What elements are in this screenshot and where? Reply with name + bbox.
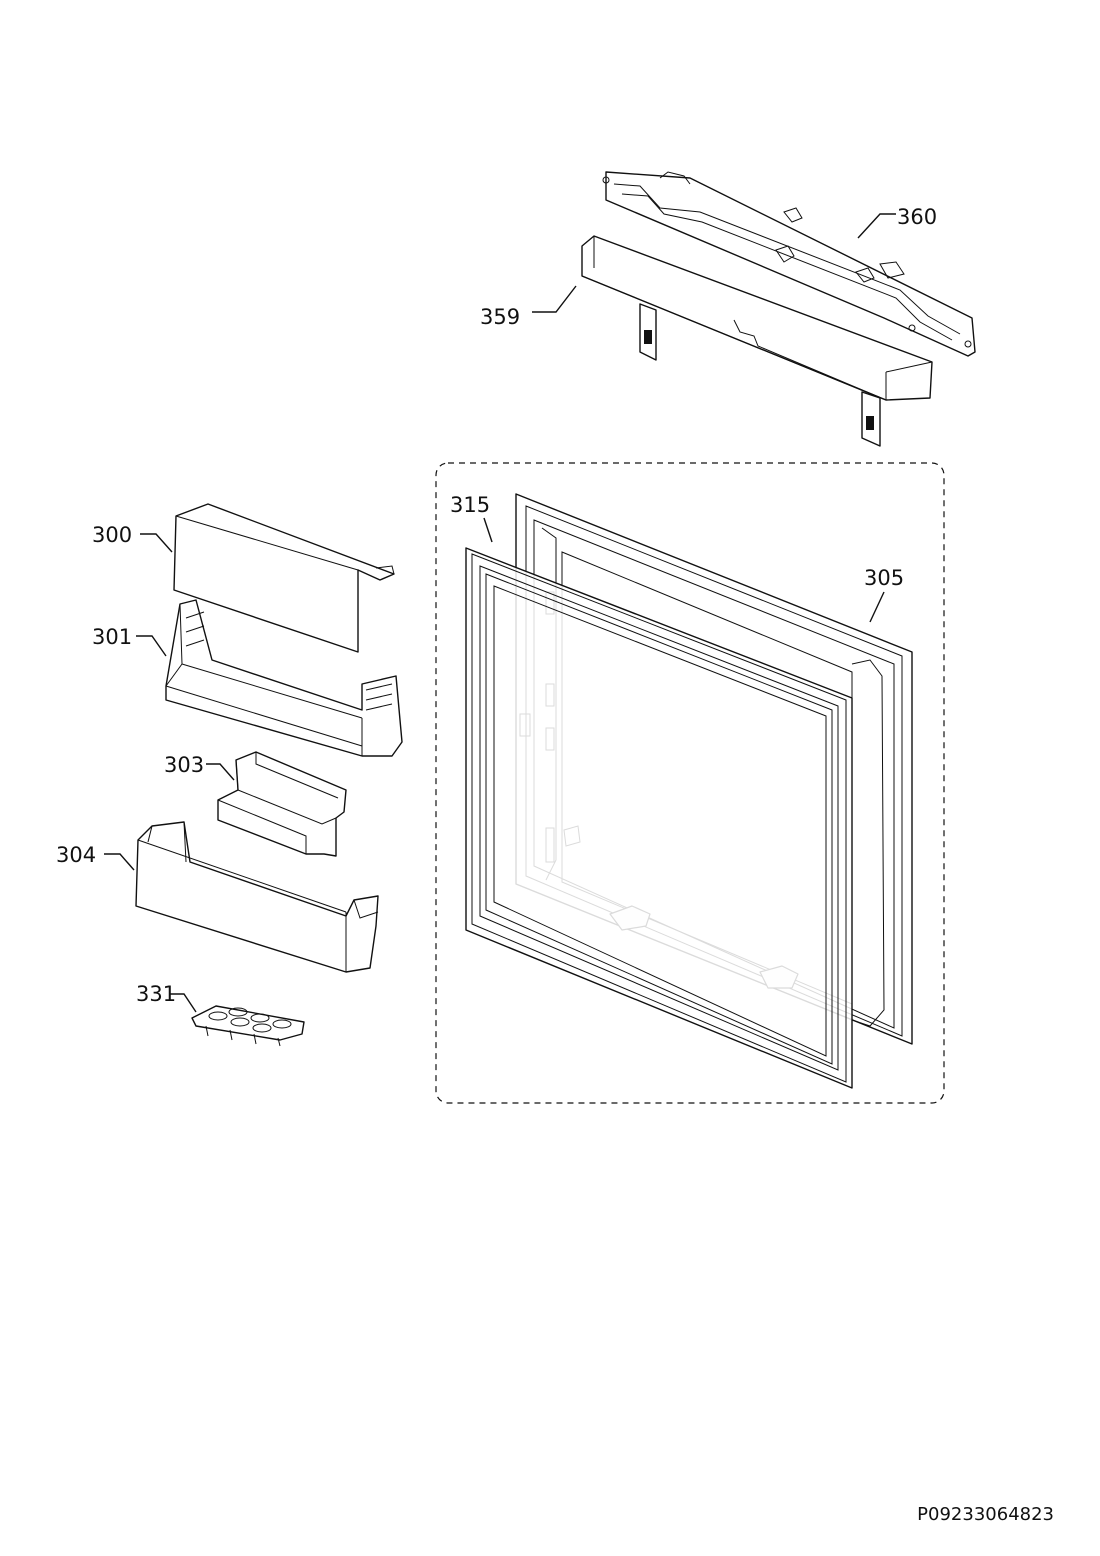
label-305-text: 305 xyxy=(864,566,904,590)
label-331-text: 331 xyxy=(136,982,176,1006)
label-315: 315 xyxy=(450,493,493,543)
label-360-text: 360 xyxy=(897,205,937,229)
label-300: 300 xyxy=(92,523,173,553)
label-301-text: 301 xyxy=(92,625,132,649)
label-359-text: 359 xyxy=(480,305,520,329)
label-300-text: 300 xyxy=(92,523,132,547)
document-id: P09233064823 xyxy=(917,1504,1054,1525)
label-305: 305 xyxy=(864,566,904,623)
door-assembly-boundary xyxy=(435,462,945,1104)
label-360: 360 xyxy=(857,205,937,239)
part-304-bottle-shelf xyxy=(135,821,379,973)
part-303-small-bin xyxy=(217,751,347,857)
part-360-bracket xyxy=(602,171,976,357)
part-301-door-shelf xyxy=(165,599,403,757)
part-300-shelf-lid xyxy=(173,503,395,653)
part-331-egg-tray xyxy=(191,1005,305,1047)
part-359-hinge-cover xyxy=(581,235,933,447)
label-303: 303 xyxy=(164,753,235,781)
label-304: 304 xyxy=(56,843,135,871)
label-301: 301 xyxy=(92,625,167,657)
label-303-text: 303 xyxy=(164,753,204,777)
label-304-text: 304 xyxy=(56,843,96,867)
label-331: 331 xyxy=(136,982,197,1013)
part-315-door-gasket xyxy=(465,547,853,1089)
label-359: 359 xyxy=(480,285,577,329)
label-315-text: 315 xyxy=(450,493,490,517)
